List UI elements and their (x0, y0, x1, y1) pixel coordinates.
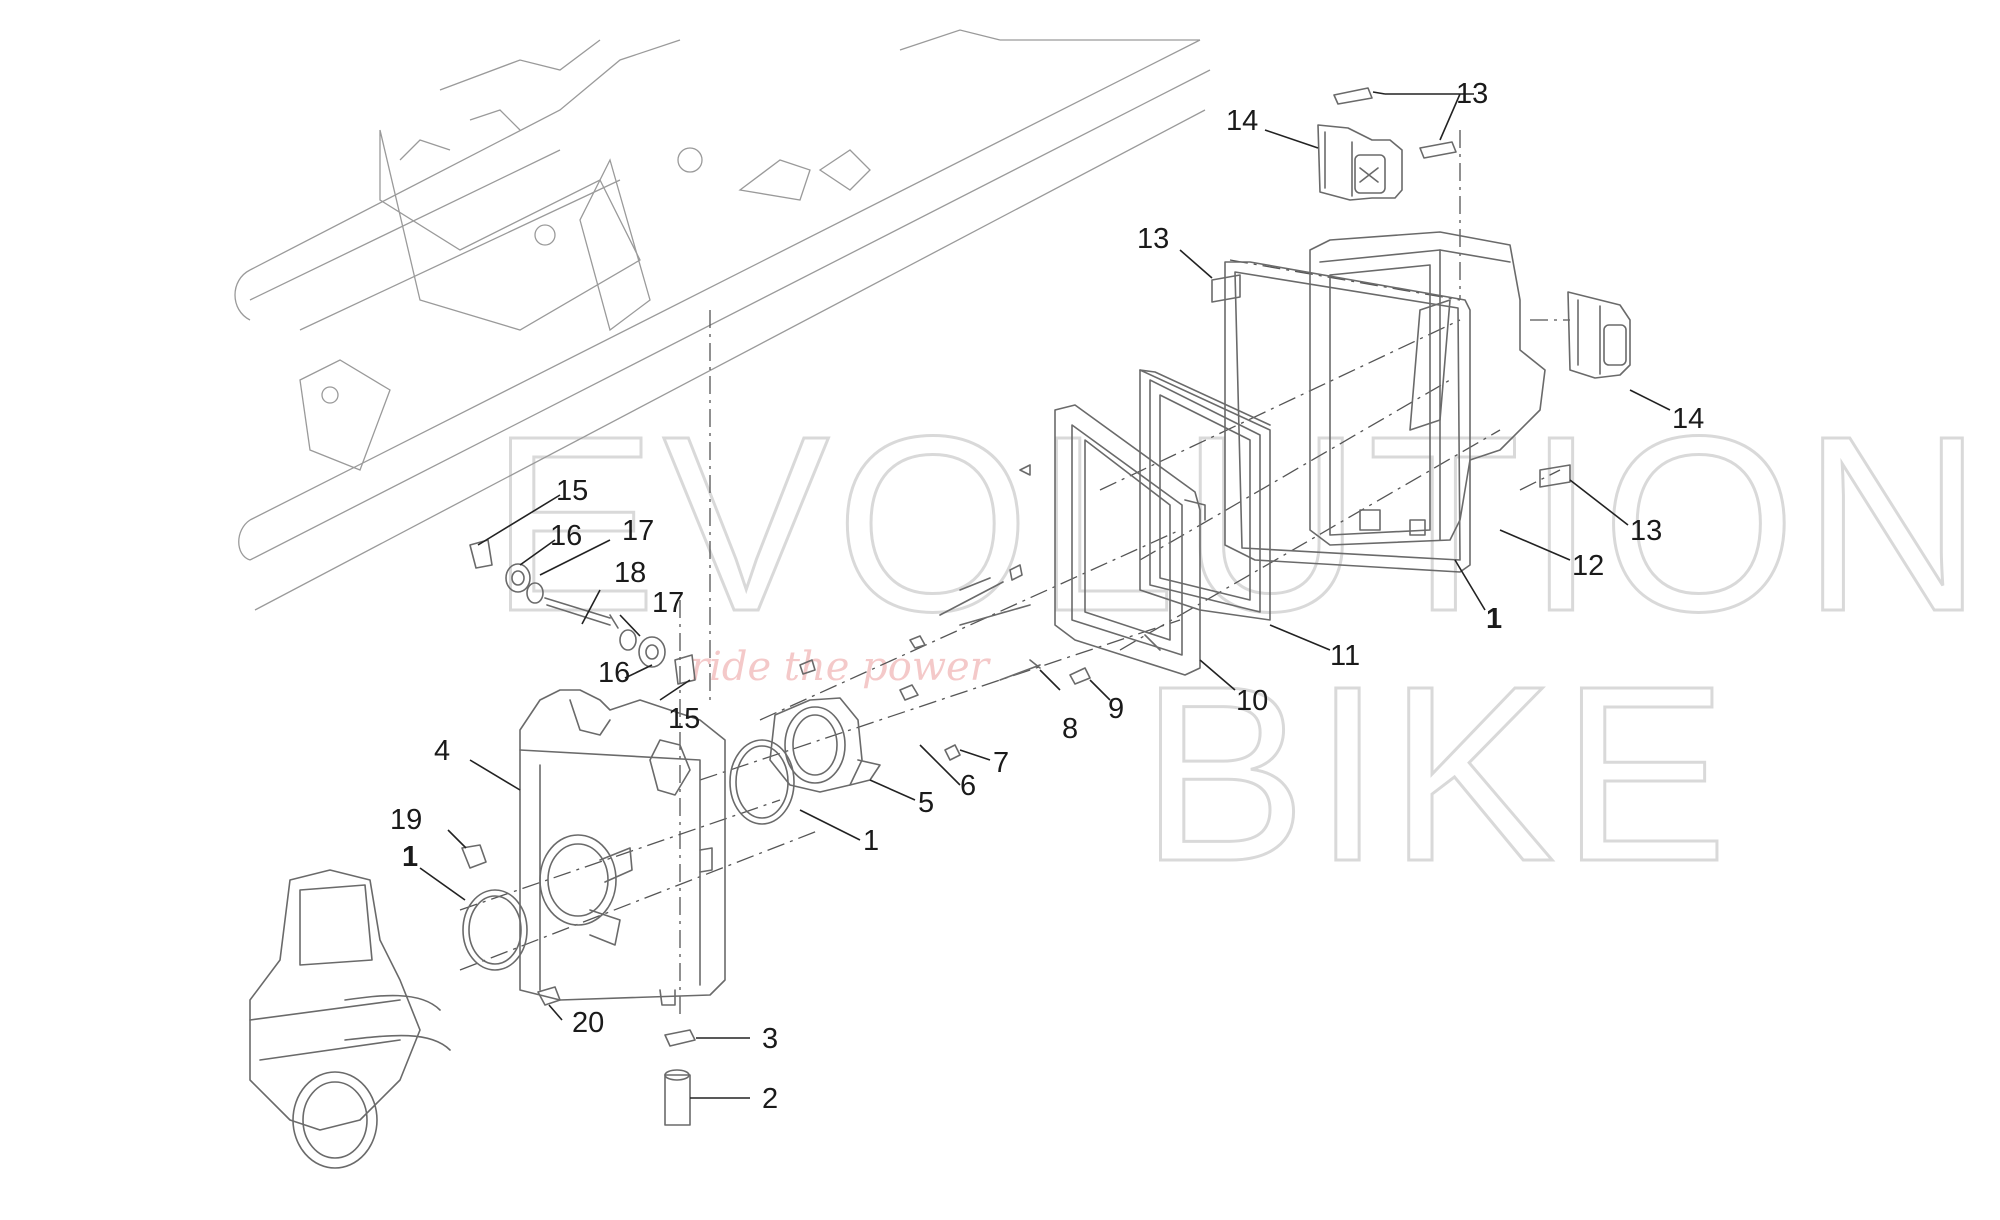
callout-17-top: 17 (622, 515, 654, 547)
parts-15-18-hardware (469, 539, 696, 685)
callout-labels: 13 14 13 14 13 12 1 11 10 9 8 7 6 5 1 15… (390, 78, 1704, 1115)
part-12-filter-box (1309, 231, 1546, 546)
part-10-filter-frame (1054, 404, 1206, 676)
watermark-word-1: EVOLUTION (490, 384, 1989, 663)
callout-13-left: 13 (1137, 223, 1169, 255)
callout-14-right: 14 (1672, 403, 1704, 435)
callout-15-mid: 15 (668, 703, 700, 735)
callout-2: 2 (762, 1083, 778, 1115)
assembly-axes (459, 130, 1570, 1020)
part-2-drain-tube (664, 1069, 691, 1126)
watermark-tagline: ride the power (690, 644, 992, 690)
callout-1-filter: 1 (1486, 603, 1502, 635)
part-19-clip (461, 844, 487, 869)
callout-8: 8 (1062, 713, 1078, 745)
callout-15-top: 15 (556, 475, 588, 507)
callout-6: 6 (960, 770, 976, 802)
callout-13-right: 13 (1630, 515, 1662, 547)
part-1-throttle-ring (462, 889, 528, 971)
callout-19: 19 (390, 804, 422, 836)
callout-12: 12 (1572, 550, 1604, 582)
part-14-inlet-duct-top (1317, 124, 1403, 201)
watermark-word-2: BIKE (1140, 634, 1734, 913)
callout-11: 11 (1330, 640, 1360, 672)
callout-1-throttle: 1 (402, 841, 418, 873)
watermark: EVOLUTION BIKE ride the power (489, 383, 1989, 915)
leader-lines (419, 91, 1671, 1099)
callout-17-mid: 17 (652, 587, 684, 619)
callout-5: 5 (918, 787, 934, 819)
part-11-filter-element (1139, 369, 1271, 621)
callout-4: 4 (434, 735, 450, 767)
frame-outline (234, 29, 1211, 611)
screws-7-8-9 (799, 464, 1091, 761)
callout-13-top: 13 (1456, 78, 1488, 110)
part-4-intake-housing (519, 689, 726, 1006)
callout-16-mid: 16 (598, 657, 630, 689)
callout-14-top: 14 (1226, 105, 1258, 137)
callout-7: 7 (993, 747, 1009, 779)
callout-18: 18 (614, 557, 646, 589)
part-20-fitting (537, 986, 561, 1006)
callout-1-flange: 1 (863, 825, 879, 857)
part-1-gasket-large (1224, 261, 1471, 573)
part-3-clamp (664, 1029, 696, 1047)
callout-10: 10 (1236, 685, 1268, 717)
callout-16-top: 16 (550, 520, 582, 552)
callout-3: 3 (762, 1023, 778, 1055)
throttle-body (249, 869, 451, 1169)
callout-9: 9 (1108, 693, 1124, 725)
callout-20: 20 (572, 1007, 604, 1039)
part-5-flange (769, 697, 881, 793)
part-1-flange-ring (729, 739, 795, 825)
part-14-inlet-duct-right (1567, 291, 1631, 379)
part-13-clips (1211, 87, 1571, 488)
